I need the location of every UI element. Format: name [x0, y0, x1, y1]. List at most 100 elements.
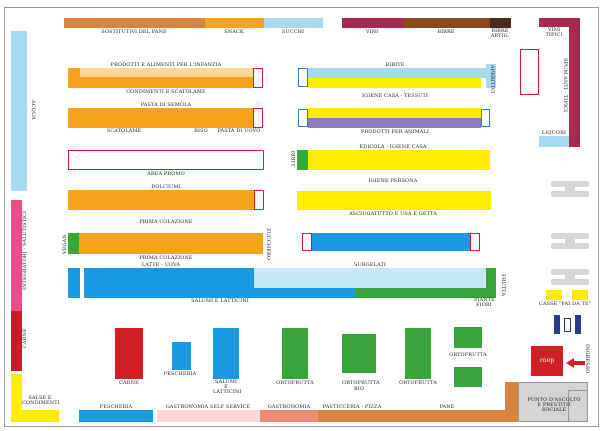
area-promo[interactable] [68, 150, 264, 170]
acqua-shelf[interactable] [11, 31, 27, 191]
snack-shelf[interactable] [205, 18, 264, 28]
salumi-latticini-label: SALUMI E LATTICINI [191, 298, 249, 304]
edicola-label: EDICOLA - IGIENE CASA [359, 144, 427, 150]
info-point-label: PUNTO D'ASCOLTO E PRESTITO SOCIALE [527, 397, 581, 413]
igiene-persona-shelf[interactable] [297, 191, 491, 210]
latticini-endcap[interactable] [68, 268, 80, 298]
pasta-uovo-label: PASTA DI UOVO [217, 128, 261, 134]
surgelati-island[interactable] [312, 233, 470, 251]
pane-shelf[interactable] [390, 410, 505, 422]
infanzia-label: PRODOTTI E ALIMENTI PER L'INFANZIA [110, 62, 222, 68]
carne-counter[interactable] [115, 328, 143, 379]
bibite-label: BIBITE [385, 62, 405, 68]
carne-side-shelf[interactable] [11, 311, 22, 371]
ortofrutta-bio-label: ORTOFRUTTA BIO [342, 380, 380, 392]
dolciumi-endcap[interactable] [254, 190, 264, 210]
animali-endcap-right[interactable] [481, 109, 490, 127]
igiene-casa-2-shelf[interactable] [308, 108, 481, 118]
piante-fiori-label: PIANTE FIORI [474, 297, 495, 308]
cart-icon [554, 315, 560, 334]
infanzia-endcap[interactable] [253, 68, 263, 88]
dolciumi-label: DOLCIUMI [151, 184, 181, 190]
gastronomia-self-shelf[interactable] [157, 410, 260, 422]
ortofrutta-3-stand-bottom[interactable] [454, 367, 482, 387]
aperitivi-shelf[interactable] [486, 64, 496, 88]
vini-label: VINI [365, 29, 379, 35]
ortofrutta-1-label: ORTOFRUTTA [276, 380, 314, 386]
spumanti-shelf[interactable] [569, 18, 580, 147]
liquori-shelf[interactable] [539, 136, 569, 147]
cart-icon [575, 315, 581, 334]
surgelati-case[interactable] [254, 268, 486, 288]
succhi-label: SUCCHI [281, 29, 305, 35]
area-promo-label: AREA PROMO [147, 171, 185, 177]
coop-logo-icon [531, 346, 563, 376]
cart-icon [564, 318, 571, 332]
entrance-arrow-shaft [573, 361, 585, 365]
salse-shelf-bottom[interactable] [11, 410, 59, 422]
vegan-label: VEGAN [62, 234, 68, 254]
liquori-label: LIQUORI [541, 130, 567, 136]
dolciumi-shelf[interactable] [68, 190, 254, 210]
pescheria-counter[interactable] [172, 342, 191, 370]
bibite-shelf[interactable] [308, 68, 486, 78]
pasticceria-label: PASTICCERIA - PIZZA [322, 404, 382, 410]
frutta-end-shelf[interactable] [486, 268, 496, 298]
pane-label: PANE [439, 404, 455, 410]
pasta-semola-label: PASTA DI SEMOLA [140, 102, 192, 108]
integratori-shelf[interactable] [11, 200, 22, 311]
surgelati-endcap-left[interactable] [302, 233, 312, 251]
animali-endcap[interactable] [298, 109, 308, 127]
prima-colazione-2-label: PRIMA COLAZIONE [139, 255, 193, 261]
ortofrutta-1-stand[interactable] [282, 328, 308, 379]
riso-label: RISO [194, 128, 208, 134]
sostitutivi-pane-shelf[interactable] [64, 18, 205, 28]
checkout-icon[interactable] [551, 233, 589, 249]
pescheria-2-shelf[interactable] [79, 410, 153, 422]
condimenti-label: CONDIMENTI E SCATOLAME [126, 89, 206, 95]
latte-uova-label: LATTE - UOVA [141, 262, 181, 268]
salumi-latticini-2-label: SALUMI E LATTICINI [213, 379, 242, 395]
prima-colazione-shelf[interactable] [79, 233, 263, 254]
igiene-casa-label: IGIENE CASA - TESSUTI [362, 93, 428, 99]
vini-island[interactable] [520, 49, 539, 95]
animali-shelf[interactable] [308, 118, 481, 128]
entrance-arrow-icon [566, 358, 574, 368]
vini-tipici-label: VINI TIPICI [545, 27, 563, 38]
gastronomia-shelf[interactable] [260, 410, 318, 422]
vini-tipici-shelf[interactable] [539, 18, 580, 27]
casse-fai-da-te-label: CASSE "FAI DA TE" [538, 301, 592, 307]
vini-shelf[interactable] [342, 18, 403, 28]
ortofrutta-2-stand[interactable] [405, 328, 431, 379]
vegan-shelf[interactable] [68, 233, 79, 254]
edicola-shelf[interactable] [308, 150, 490, 170]
ortofrutta-3-stand-top[interactable] [454, 327, 482, 348]
pasta-endcap[interactable] [253, 108, 263, 128]
libri-shelf[interactable] [297, 150, 308, 170]
surgelati-endcap-right[interactable] [470, 233, 480, 251]
salumi-counter[interactable] [213, 328, 239, 379]
ortofrutta-bio-stand[interactable] [342, 334, 376, 373]
casse-fai-da-te-right[interactable] [572, 290, 588, 300]
gastronomia-self-label: GASTRONOMIA SELF SERVICE [165, 404, 251, 410]
birre-shelf[interactable] [403, 18, 490, 28]
frutta-shelf[interactable] [356, 288, 486, 298]
birre-artig-shelf[interactable] [490, 18, 511, 28]
igiene-casa-shelf[interactable] [308, 78, 481, 88]
pasta-semola-shelf[interactable] [68, 108, 253, 128]
coop-logo-text: coop [539, 357, 555, 364]
bibite-endcap[interactable] [298, 68, 308, 87]
aperitivi-label: APERITIVI [489, 65, 495, 94]
pasticceria-shelf[interactable] [318, 410, 390, 422]
checkout-icon[interactable] [551, 181, 589, 197]
checkout-icon[interactable] [551, 269, 589, 285]
casse-fai-da-te-left[interactable] [546, 290, 562, 300]
spumanti-label: SPUM ANTI - TIPICI [562, 58, 568, 113]
succhi-shelf[interactable] [264, 18, 323, 28]
acqua-label: ACQUA [30, 100, 36, 120]
prima-colazione-1-label: PRIMA COLAZIONE [139, 219, 193, 225]
pane-shelf-riser[interactable] [505, 382, 518, 422]
sostitutivi-pane-label: SOSTITUTIVI DEL PANE [101, 29, 167, 35]
salse-shelf[interactable] [11, 374, 22, 422]
info-point-desk-inner [568, 390, 588, 422]
